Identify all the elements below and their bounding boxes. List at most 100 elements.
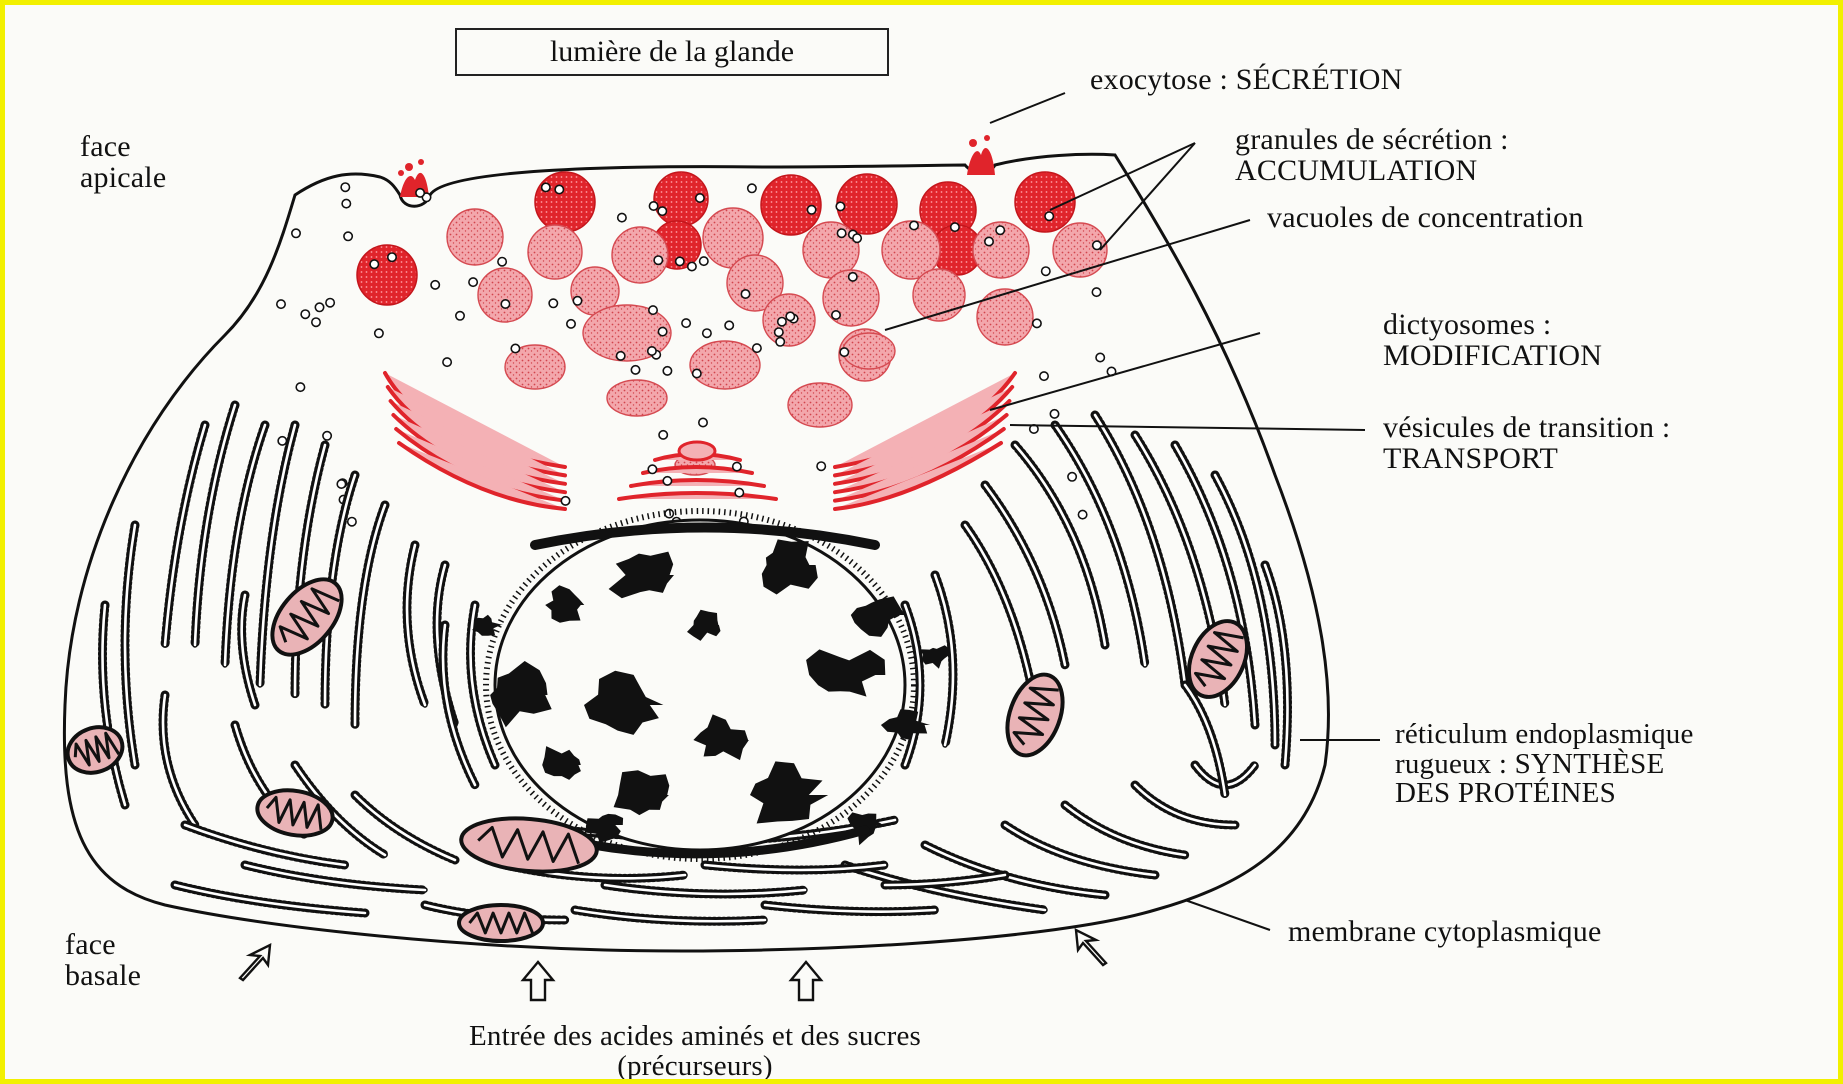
mitochondrion	[459, 905, 543, 941]
transition-vesicle	[725, 321, 733, 329]
transition-vesicle	[292, 229, 300, 237]
er-cisterna	[1135, 785, 1235, 825]
transition-vesicle	[648, 465, 656, 473]
concentration-vacuole	[528, 225, 582, 279]
nucleus	[472, 511, 950, 859]
transition-vesicle	[840, 348, 848, 356]
transition-vesicle	[344, 232, 352, 240]
transition-vesicle	[617, 352, 625, 360]
arrow-icon	[240, 945, 270, 980]
er-cisterna	[1015, 445, 1105, 645]
transition-vesicle	[786, 312, 794, 320]
dictyosomes-label: dictyosomes : MODIFICATION	[1383, 310, 1602, 371]
transition-vesicle	[511, 344, 519, 352]
transition-vesicle	[663, 477, 671, 485]
concentration-vacuole	[690, 341, 760, 389]
concentration-vacuole	[612, 227, 668, 283]
rough-er-label: réticulum endoplasmique rugueux : SYNTHÈ…	[1395, 720, 1694, 809]
concentration-vacuole	[478, 268, 532, 322]
mitochondrion	[254, 785, 336, 842]
transition-vesicle	[654, 256, 662, 264]
transition-vesicle	[649, 306, 657, 314]
transition-vesicle	[370, 260, 378, 268]
transition-vesicle	[733, 462, 741, 470]
transition-vesicle	[1093, 241, 1101, 249]
transition-vesicle	[703, 329, 711, 337]
transition-vesicle	[853, 234, 861, 242]
transition-vesicle	[469, 278, 477, 286]
concentration-vacuole	[447, 209, 503, 265]
transition-vesicle	[555, 185, 563, 193]
transition-vesicle	[618, 213, 626, 221]
basal-face-label: face basale	[65, 930, 141, 991]
secretion-granule	[535, 172, 595, 232]
concentration-vacuole	[843, 333, 895, 369]
transition-vesicle	[817, 462, 825, 470]
transition-vesicle	[498, 258, 506, 266]
transition-vesicle	[658, 207, 666, 215]
precursor-entry-caption: Entrée des acides aminés et des sucres (…	[305, 1022, 1085, 1081]
transition-vesicle	[549, 299, 557, 307]
secretion-granules-label: granules de sécrétion : ACCUMULATION	[1235, 125, 1509, 186]
transition-vesicle	[342, 199, 350, 207]
transition-vesicle	[776, 338, 784, 346]
arrow-icon	[523, 962, 553, 1000]
concentration-vacuole	[1053, 223, 1107, 277]
transition-vesicle	[676, 257, 684, 265]
transition-vesicle	[315, 303, 323, 311]
transition-vesicle	[337, 480, 345, 488]
transition-vesicle	[648, 347, 656, 355]
transition-vesicle	[663, 367, 671, 375]
ribosome-row	[1005, 825, 1155, 875]
cytoplasmic-membrane-label: membrane cytoplasmique	[1288, 917, 1601, 948]
transition-vesicle	[849, 273, 857, 281]
transition-vesicle	[1096, 353, 1104, 361]
transition-vesicle	[443, 358, 451, 366]
transition-vesicle	[301, 310, 309, 318]
transition-vesicle	[1078, 510, 1086, 518]
transition-vesicle	[375, 329, 383, 337]
transition-vesicle	[278, 437, 286, 445]
transition-vesicle	[326, 299, 334, 307]
transition-vesicle	[748, 184, 756, 192]
transition-vesicle	[388, 253, 396, 261]
transition-vesicle	[778, 318, 786, 326]
mitochondrion	[259, 567, 355, 668]
golgi-cisterna	[631, 480, 764, 486]
dictyosome-stacks	[385, 373, 1015, 509]
transition-vesicle	[1042, 267, 1050, 275]
arrow-icon	[1076, 930, 1106, 965]
transition-vesicle	[649, 202, 657, 210]
transition-vesicle	[807, 206, 815, 214]
transition-vesicle	[631, 366, 639, 374]
mitochondrion	[997, 667, 1073, 763]
transition-vesicle	[775, 328, 783, 336]
concentration-vacuole	[788, 383, 852, 427]
transition-vesicle	[700, 257, 708, 265]
transition-vesicle	[996, 226, 1004, 234]
transition-vesicle	[696, 194, 704, 202]
transition-vesicle	[341, 183, 349, 191]
er-cisterna	[845, 865, 1045, 910]
transition-vesicle	[501, 300, 509, 308]
er-lumen	[1015, 445, 1105, 645]
transition-vesicle	[1040, 372, 1048, 380]
concentration-vacuoles-label: vacuoles de concentration	[1267, 203, 1584, 234]
transition-vesicle	[837, 229, 845, 237]
transition-vesicle	[1092, 288, 1100, 296]
transition-vesicle	[735, 488, 743, 496]
secretion-granule	[837, 174, 897, 234]
golgi-cisterna	[619, 493, 776, 499]
transition-vesicle	[573, 297, 581, 305]
concentration-vacuole	[607, 380, 667, 416]
transition-vesicle	[567, 320, 575, 328]
concentration-vacuole	[977, 289, 1033, 345]
transition-vesicle	[741, 290, 749, 298]
mitochondrion	[459, 813, 599, 877]
ribosome-row	[1015, 445, 1105, 645]
transition-vesicle	[1045, 212, 1053, 220]
transition-vesicle	[836, 202, 844, 210]
transition-vesicle	[542, 183, 550, 191]
transition-vesicle	[951, 223, 959, 231]
golgi-cisterna	[679, 442, 715, 460]
